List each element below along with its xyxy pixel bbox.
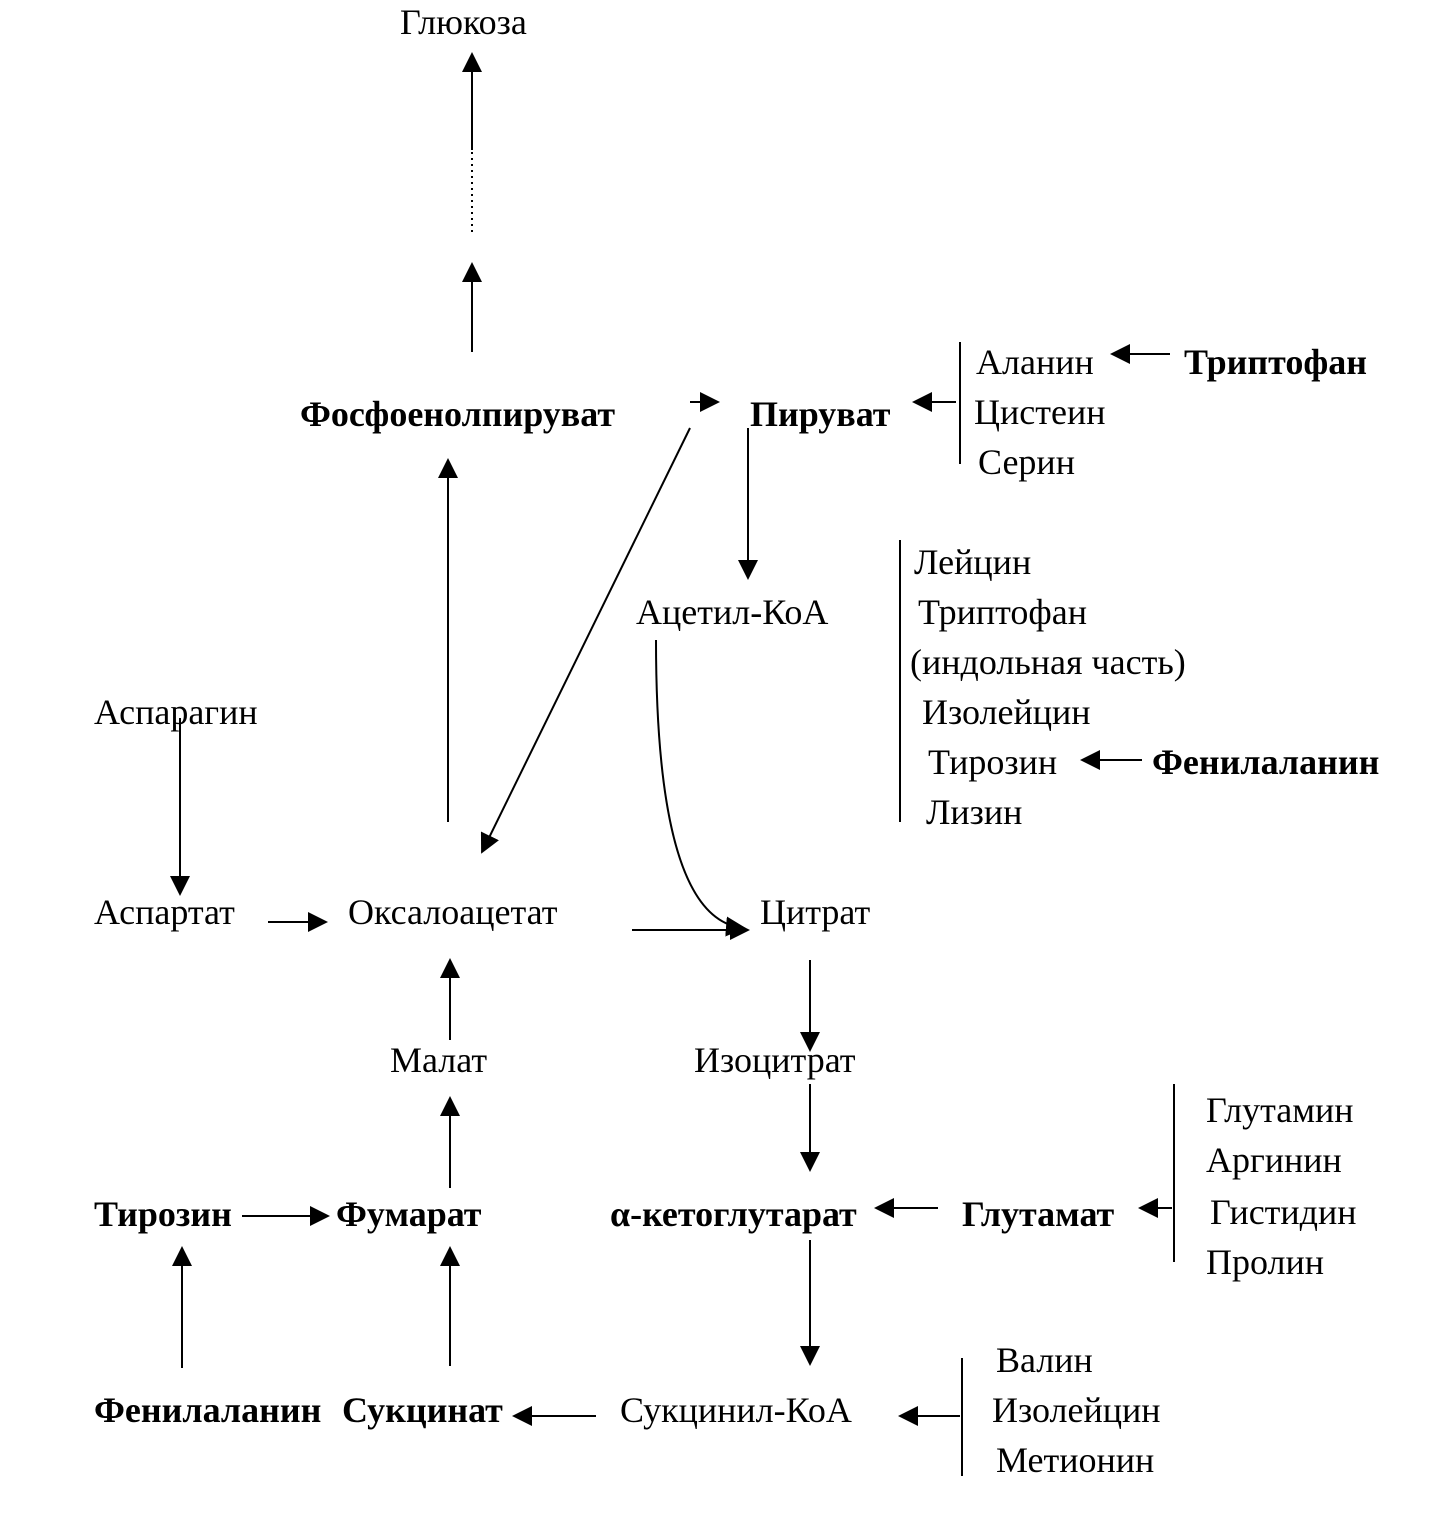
- pyruvate-source-alanine: Аланин: [976, 342, 1094, 382]
- node-isocitrate: Изоцитрат: [694, 1040, 856, 1080]
- node-citrate: Цитрат: [760, 892, 871, 932]
- node-succinyl-coa: Сукцинил-КоА: [620, 1390, 852, 1430]
- node-glutamate: Глутамат: [962, 1194, 1115, 1234]
- acetyl-source-leucine: Лейцин: [914, 542, 1032, 582]
- glutamate-source-glutamine: Глутамин: [1206, 1090, 1354, 1130]
- node-asparagine: Аспарагин: [94, 692, 258, 732]
- node-malate: Малат: [390, 1040, 488, 1080]
- succinyl-source-valine: Валин: [996, 1340, 1093, 1380]
- node-phenylalanine-left: Фенилаланин: [94, 1390, 322, 1430]
- acetyl-source-indole-part: (индольная часть): [910, 642, 1186, 682]
- node-pyruvate: Пируват: [750, 394, 891, 434]
- glutamate-source-histidine: Гистидин: [1210, 1192, 1357, 1232]
- node-acetyl-coa: Ацетил-КоА: [636, 592, 829, 632]
- node-alpha-ketoglutarate: α-кетоглутарат: [610, 1194, 857, 1234]
- pyruvate-source-serine: Серин: [978, 442, 1075, 482]
- node-tyrosine-left: Тирозин: [94, 1194, 232, 1234]
- arrow-acetylcoa-to-citrate: [655, 639, 746, 937]
- node-glucose: Глюкоза: [400, 2, 527, 42]
- node-aspartate: Аспартат: [94, 892, 235, 932]
- pyruvate-source-cysteine: Цистеин: [974, 392, 1106, 432]
- node-succinate: Сукцинат: [342, 1390, 503, 1430]
- arrow-pyruvate-to-oxaloacetate: [480, 427, 691, 854]
- glutamate-source-proline: Пролин: [1206, 1242, 1325, 1282]
- alanine-precursor-tryptophan: Триптофан: [1184, 342, 1368, 382]
- acetyl-source-isoleucine: Изолейцин: [922, 692, 1091, 732]
- succinyl-source-isoleucine: Изолейцин: [992, 1390, 1161, 1430]
- glutamate-source-arginine: Аргинин: [1206, 1140, 1342, 1180]
- tyrosine-precursor-phenylalanine: Фенилаланин: [1152, 742, 1380, 782]
- node-fumarate: Фумарат: [336, 1194, 482, 1234]
- succinyl-source-methionine: Метионин: [996, 1440, 1155, 1480]
- acetyl-source-tryptophan: Триптофан: [918, 592, 1087, 632]
- acetyl-source-tyrosine: Тирозин: [928, 742, 1058, 782]
- node-phosphoenolpyruvate: Фосфоенолпируват: [300, 394, 615, 434]
- acetyl-source-lysine: Лизин: [926, 792, 1023, 832]
- node-oxaloacetate: Оксалоацетат: [348, 892, 558, 932]
